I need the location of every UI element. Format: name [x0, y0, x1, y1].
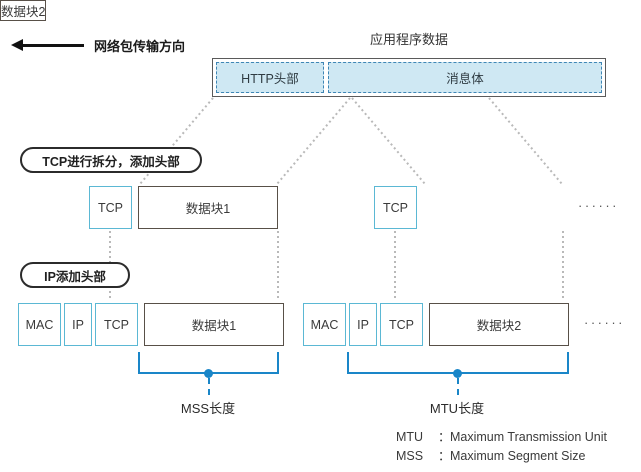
legend-value-mss: Maximum Segment Size [450, 449, 586, 463]
application-data-title: 应用程序数据 [369, 32, 448, 47]
tcp-payload-1: 数据块1 [138, 186, 278, 229]
tcp-subheader-1: TCP [95, 303, 138, 346]
mtu-bracket-dot [453, 369, 462, 378]
ip-header-annotation: IP添加头部 [20, 262, 130, 288]
tcp-header-1: TCP [89, 186, 132, 229]
mss-bracket-dot [204, 369, 213, 378]
message-body-segment: 消息体 [328, 62, 602, 93]
ip-payload-1: 数据块1 [144, 303, 284, 346]
mss-length-label: MSS长度 [180, 401, 236, 416]
tcp-layer-ellipsis: ······ [578, 198, 619, 213]
legend-colon-mss: ： [438, 449, 451, 463]
legend-row-mss: MSS ： Maximum Segment Size [396, 447, 636, 466]
legend-row-mtu: MTU ： Maximum Transmission Unit [396, 428, 636, 447]
ip-header-2: IP [349, 303, 377, 346]
tcp-header-2: TCP [374, 186, 417, 229]
left-arrow-icon [11, 39, 84, 51]
transmission-direction: 网络包传输方向 [10, 34, 200, 56]
tcp-subheader-2: TCP [380, 303, 423, 346]
ip-payload-2: 数据块2 [429, 303, 569, 346]
mtu-bracket-stem [456, 378, 459, 395]
transmission-direction-label: 网络包传输方向 [94, 38, 186, 54]
http-header-segment: HTTP头部 [216, 62, 324, 93]
ip-layer-ellipsis: ······ [584, 315, 625, 330]
mss-bracket-stem [207, 378, 210, 395]
tcp-split-annotation: TCP进行拆分，添加头部 [20, 147, 202, 173]
application-data-box: HTTP头部 消息体 [212, 58, 606, 97]
mac-header-1: MAC [18, 303, 61, 346]
ip-header-1: IP [64, 303, 92, 346]
legend-colon-mtu: ： [438, 430, 451, 444]
legend-value-mtu: Maximum Transmission Unit [450, 430, 607, 444]
tcp-payload-2: 数据块2 [0, 0, 47, 21]
mac-header-2: MAC [303, 303, 346, 346]
legend-key-mtu: MTU [396, 430, 424, 444]
legend-key-mss: MSS [396, 449, 424, 463]
abbreviation-legend: MTU ： Maximum Transmission Unit MSS ： Ma… [396, 428, 636, 466]
mtu-length-label: MTU长度 [429, 401, 485, 416]
